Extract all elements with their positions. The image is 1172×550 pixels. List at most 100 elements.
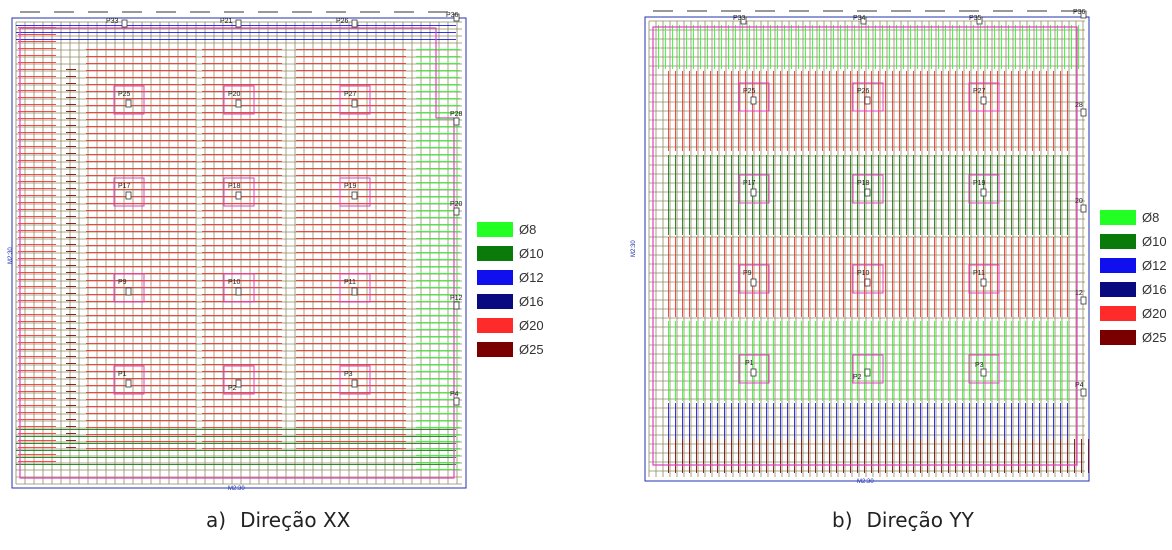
pillar-label: P20	[228, 91, 241, 98]
pillar-section	[351, 99, 358, 108]
pillar-label: 28	[1075, 102, 1083, 109]
pillar-label: P25	[743, 88, 756, 95]
legend-item: Ø10	[1100, 231, 1172, 251]
pillar-label: P2	[853, 374, 862, 381]
pillar-zone	[113, 365, 145, 395]
pillar-section	[980, 96, 987, 105]
pillar-label: P25	[118, 91, 131, 98]
pillar-label: P35	[969, 15, 982, 22]
pillar-label: P3	[344, 371, 353, 378]
legend-swatch	[477, 245, 513, 261]
pillar-section	[453, 13, 460, 22]
pillar-section	[750, 96, 757, 105]
pillar-zone	[113, 177, 145, 207]
legend-item: Ø20	[477, 315, 557, 335]
pillar-label: P18	[857, 180, 870, 187]
pillar-zone	[968, 82, 1000, 112]
pillar-label: P18	[228, 183, 241, 190]
pillar-zone	[223, 365, 255, 395]
pillar-label: P28	[450, 111, 463, 118]
pillar-section	[1080, 296, 1087, 305]
legend-label: Ø16	[1142, 281, 1167, 297]
pillar-zone	[339, 85, 371, 115]
pillar-label: P19	[973, 180, 986, 187]
pillar-label: P20	[450, 201, 463, 208]
legend-label: Ø25	[1142, 329, 1167, 345]
pillar-label: P11	[344, 279, 356, 286]
legend-swatch	[1100, 257, 1136, 273]
pillar-section	[750, 368, 757, 377]
pillar-label: P36	[446, 12, 459, 19]
legend-swatch	[1100, 209, 1136, 225]
pillar-section	[125, 99, 132, 108]
pillar-label: P19	[344, 183, 357, 190]
pillar-label: 12	[1075, 290, 1083, 297]
pillar-zone	[968, 354, 1000, 384]
drawing-frame	[644, 16, 1090, 482]
bar-bands	[16, 25, 460, 470]
pillar-section	[125, 191, 132, 200]
pillar-section	[351, 379, 358, 388]
pillar-zone	[339, 365, 371, 395]
caption-a-letter: a)	[206, 508, 227, 532]
pillar-label: P2	[228, 385, 237, 392]
pillar-label: P10	[857, 270, 870, 277]
pillar-section	[750, 188, 757, 197]
caption-b: b)Direção YY	[832, 508, 988, 532]
pillar-label: P17	[118, 183, 131, 190]
pillar-zone	[738, 82, 770, 112]
pillar-section	[860, 16, 867, 25]
legend-label: Ø20	[519, 317, 544, 333]
pillar-section	[235, 287, 242, 296]
pillar-section	[453, 301, 460, 310]
legend-item: Ø12	[477, 267, 557, 287]
pillar-zone	[852, 264, 884, 294]
legend-item: Ø8	[477, 219, 557, 239]
pillar-label: P36	[1073, 9, 1086, 16]
legend-label: Ø20	[1142, 305, 1167, 321]
pillar-label: P26	[336, 18, 349, 25]
pillar-section	[235, 191, 242, 200]
dimension-label-side: M2:30	[631, 240, 637, 257]
pillar-section	[121, 19, 128, 28]
pillar-label: P1	[745, 360, 754, 367]
pillar-section	[980, 368, 987, 377]
pillar-zone	[738, 264, 770, 294]
pillar-section	[740, 16, 747, 25]
legend-label: Ø10	[1142, 233, 1167, 249]
pillar-label: P21	[220, 18, 233, 25]
pillar-label: P3	[975, 362, 984, 369]
pillar-section	[864, 278, 871, 287]
pillar-label: P4	[1075, 382, 1084, 389]
bar-bands	[658, 25, 1089, 473]
pillar-section	[351, 191, 358, 200]
caption-b-letter: b)	[832, 508, 853, 532]
pillar-zone	[852, 354, 884, 384]
reinforcement-grid	[648, 20, 1085, 477]
pillar-label: P27	[344, 91, 357, 98]
legend-swatch	[477, 317, 513, 333]
legend-item: Ø16	[1100, 279, 1172, 299]
legend-swatch	[1100, 305, 1136, 321]
legend-item: Ø16	[477, 291, 557, 311]
pillar-section	[864, 368, 871, 377]
pillar-section	[453, 117, 460, 126]
pillar-zone	[339, 273, 371, 303]
pillar-label: P17	[743, 180, 756, 187]
pillar-section	[125, 287, 132, 296]
legend-label: Ø25	[519, 341, 544, 357]
legend-item: Ø10	[477, 243, 557, 263]
dimension-label-side: M2:30	[8, 247, 14, 264]
caption-a: a)Direção XX	[206, 508, 364, 532]
pillar-section	[351, 287, 358, 296]
legend-swatch	[477, 341, 513, 357]
pillar-label: P1	[118, 371, 127, 378]
pillar-section	[976, 16, 983, 25]
pillar-label: P9	[118, 279, 127, 286]
